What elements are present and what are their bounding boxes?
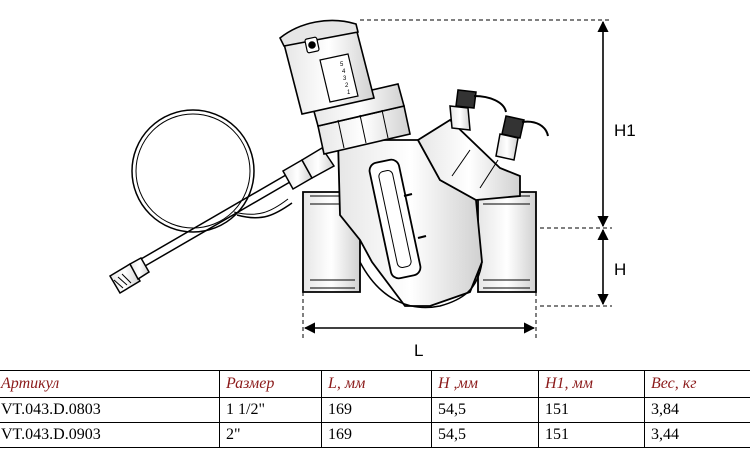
header-article: Артикул <box>0 370 220 398</box>
header-size: Размер <box>219 370 322 398</box>
dimension-l-label: L <box>414 341 423 360</box>
scale-mark: 3 <box>343 76 347 82</box>
cell-h: 54,5 <box>431 397 539 423</box>
capillary-tube <box>131 109 293 233</box>
dimension-l <box>302 292 537 338</box>
header-weight: Вес, кг <box>644 370 750 398</box>
scale-mark: 2 <box>345 83 349 89</box>
cell-size: 1 1/2" <box>219 397 322 423</box>
position-indicator-window <box>368 158 427 280</box>
dimension-h1-label: H1 <box>614 121 636 140</box>
dimension-h <box>540 228 612 307</box>
dimension-h1 <box>360 19 612 229</box>
table-header-row: Артикул Размер L, мм H ,мм H1, мм Вес, к… <box>0 370 750 398</box>
cell-l: 169 <box>321 397 432 423</box>
specification-table: Артикул Размер L, мм H ,мм H1, мм Вес, к… <box>0 370 750 448</box>
cell-article: VT.043.D.0803 <box>0 397 220 423</box>
cell-article: VT.043.D.0903 <box>0 422 220 448</box>
table-row: VT.043.D.0803 1 1/2" 169 54,5 151 3,84 <box>0 397 750 423</box>
measuring-nipple <box>449 89 549 161</box>
header-h: H ,мм <box>431 370 539 398</box>
table-row: VT.043.D.0903 2" 169 54,5 151 3,44 <box>0 422 750 448</box>
header-h1: H1, мм <box>538 370 645 398</box>
dimension-h-label: H <box>614 260 626 279</box>
setting-head <box>278 19 375 115</box>
cell-weight: 3,44 <box>644 422 750 448</box>
header-l: L, мм <box>321 370 432 398</box>
cell-h1: 151 <box>538 422 645 448</box>
cell-h1: 151 <box>538 397 645 423</box>
cell-h: 54,5 <box>431 422 539 448</box>
setting-scale: 5 4 3 2 1 <box>340 62 351 96</box>
scale-mark: 1 <box>347 90 351 96</box>
valve-technical-drawing: 5 4 3 2 1 H1 H L <box>108 19 636 360</box>
scale-mark: 5 <box>340 62 344 68</box>
cell-size: 2" <box>219 422 322 448</box>
scale-mark: 4 <box>342 69 346 75</box>
cell-weight: 3,84 <box>644 397 750 423</box>
impulse-tube-fitting <box>108 146 336 295</box>
cell-l: 169 <box>321 422 432 448</box>
